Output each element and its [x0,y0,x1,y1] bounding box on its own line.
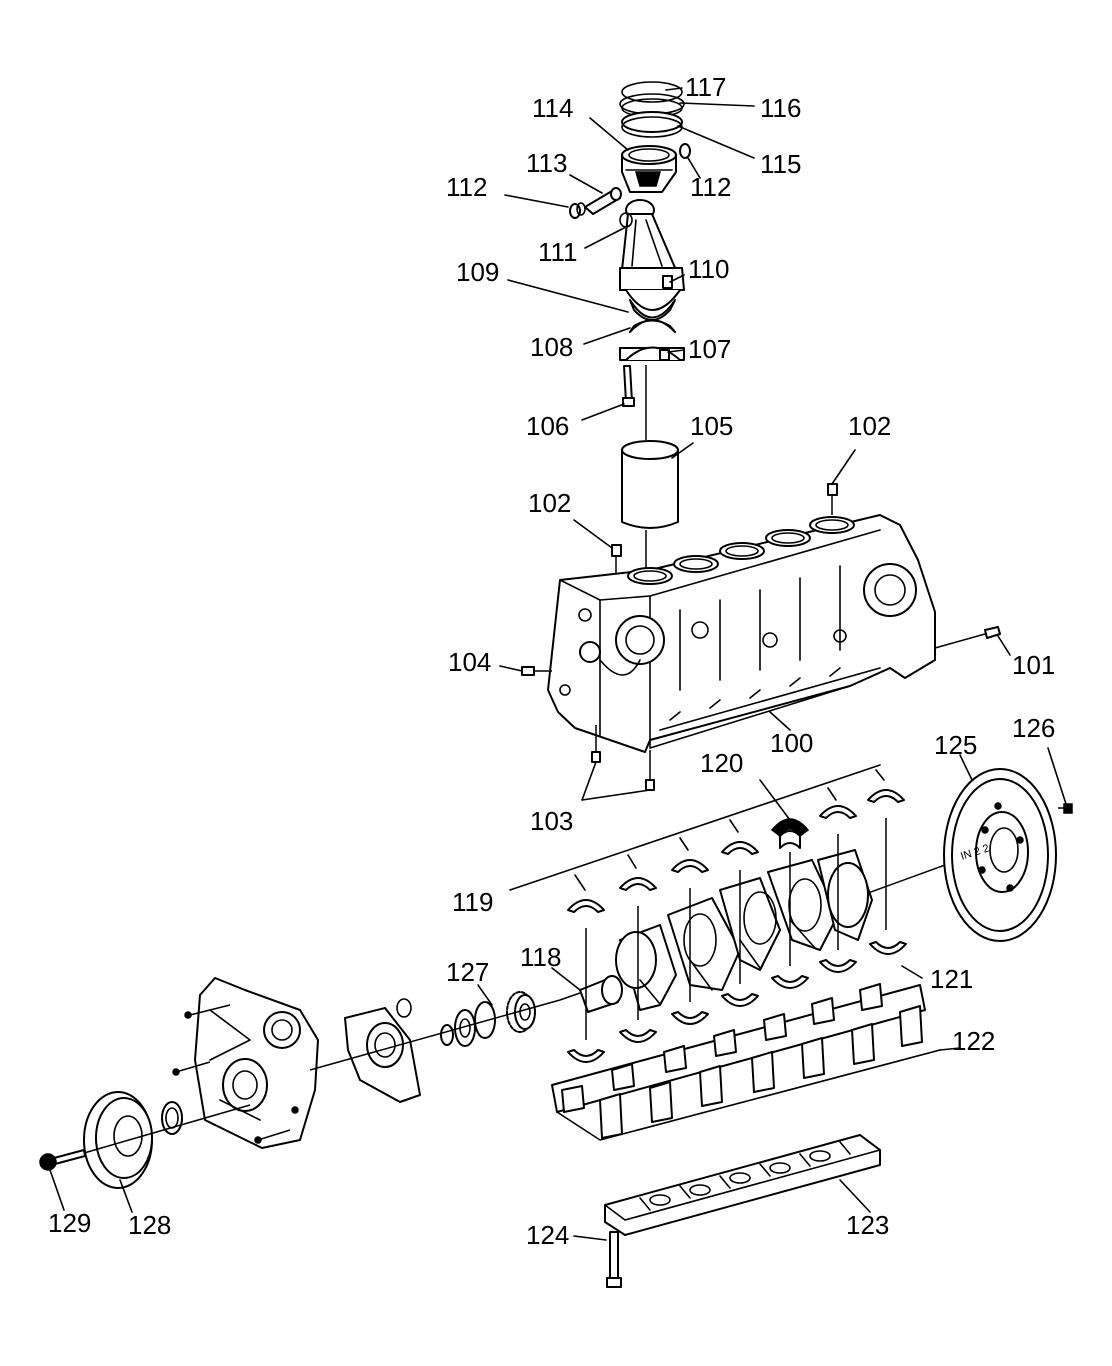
bearing-set-leader [509,764,881,891]
callout-108: 108 [530,332,573,362]
piston-ring-115 [621,111,683,138]
callout-128: 128 [128,1210,171,1240]
main-bearing-upper-thrust [770,818,810,849]
main-bearing-lower-2 [619,1029,657,1043]
callout-129: 129 [48,1208,91,1238]
callout-101: 101 [1012,650,1055,680]
main-bearing-lower-3 [671,1011,709,1025]
crankshaft-balancer-bolt [39,1149,86,1171]
front-cover-bolt-lines [175,1004,291,1141]
dowel-pin-right [827,483,838,515]
flywheel-bolt [1058,803,1073,814]
main-bearing-lower-6 [819,959,857,973]
bedplate-bolt [606,1231,622,1288]
callout-125: 125 [934,730,977,760]
main-bearing-caps [551,983,941,1141]
callout-117: 117 [685,72,726,102]
connecting-rod-upper-bearing [629,299,676,321]
callout-111: 111 [538,237,578,267]
connecting-rod-bolt [622,365,635,407]
front-assembly-axis [309,999,561,1071]
callout-102-right: 102 [848,411,891,441]
callout-119: 119 [452,887,493,917]
callout-100: 100 [770,728,813,758]
callout-107: 107 [688,334,731,364]
callout-110: 110 [688,254,729,284]
main-bearing-lower-5 [771,975,809,989]
callout-118: 118 [520,942,561,972]
piston-pin-retainer-left [569,202,586,219]
callout-124: 124 [526,1220,569,1250]
callout-labels: 117 116 114 115 113 112 112 111 109 110 … [48,72,1055,1250]
callout-123: 123 [846,1210,889,1240]
callout-102-left: 102 [528,488,571,518]
main-bearing-upper-4 [721,841,759,855]
connecting-rod [619,199,685,311]
main-bearing-lower-4 [721,993,759,1007]
main-bearing-upper-3 [671,859,709,873]
main-bearing-upper-1 [567,899,605,913]
block-plug-right [934,626,1001,649]
main-bearing-lower-1 [567,1049,605,1063]
callout-114: 114 [532,93,573,123]
bearing-leader-ticks [574,769,885,891]
callout-112-left: 112 [446,172,487,202]
main-bearing-upper-2 [619,877,657,891]
piston [621,145,677,193]
callout-106: 106 [526,411,569,441]
crankshaft-sprocket [506,991,536,1033]
engine-block [547,514,936,753]
connecting-rod-bolt-upper [662,275,673,289]
callout-116: 116 [760,93,801,123]
callout-127: 127 [446,957,489,987]
crankshaft-position-reluctor-ring [474,1001,496,1039]
callout-121: 121 [930,964,973,994]
flywheel: IN 2 2 [943,768,1057,942]
leader-lines [49,87,1067,1241]
connecting-rod-lower-bearing [629,319,676,333]
callout-103: 103 [530,806,573,836]
main-bearing-upper-6 [867,789,905,803]
callout-126: 126 [1012,713,1055,743]
engine-front-cover [172,977,319,1149]
callout-120: 120 [700,748,743,778]
main-bearing-upper-5 [819,805,857,819]
connecting-rod-cap [619,346,685,361]
bearing-alignment-lines [585,818,887,1040]
water-pump [344,998,421,1103]
bedplate [604,1134,881,1236]
crank-axis-front [559,992,581,1001]
dowel-pin-lower-right [645,750,655,791]
block-plug-left [521,666,552,676]
piston-pin [584,187,622,215]
piston-pin-retainer-right [679,143,691,159]
callout-105: 105 [690,411,733,441]
crankshaft-balancer [83,1091,153,1189]
crankshaft [579,849,873,1013]
balancer-axis [83,1104,251,1154]
callout-113: 113 [526,148,567,178]
callout-115: 115 [760,149,801,179]
callout-112-right: 112 [690,172,731,202]
callout-104: 104 [448,647,491,677]
piston-ring-117 [621,81,683,103]
cylinder-liner [621,440,679,529]
main-bearing-lower-7 [869,941,907,955]
callout-122: 122 [952,1026,995,1056]
callout-109: 109 [456,257,499,287]
